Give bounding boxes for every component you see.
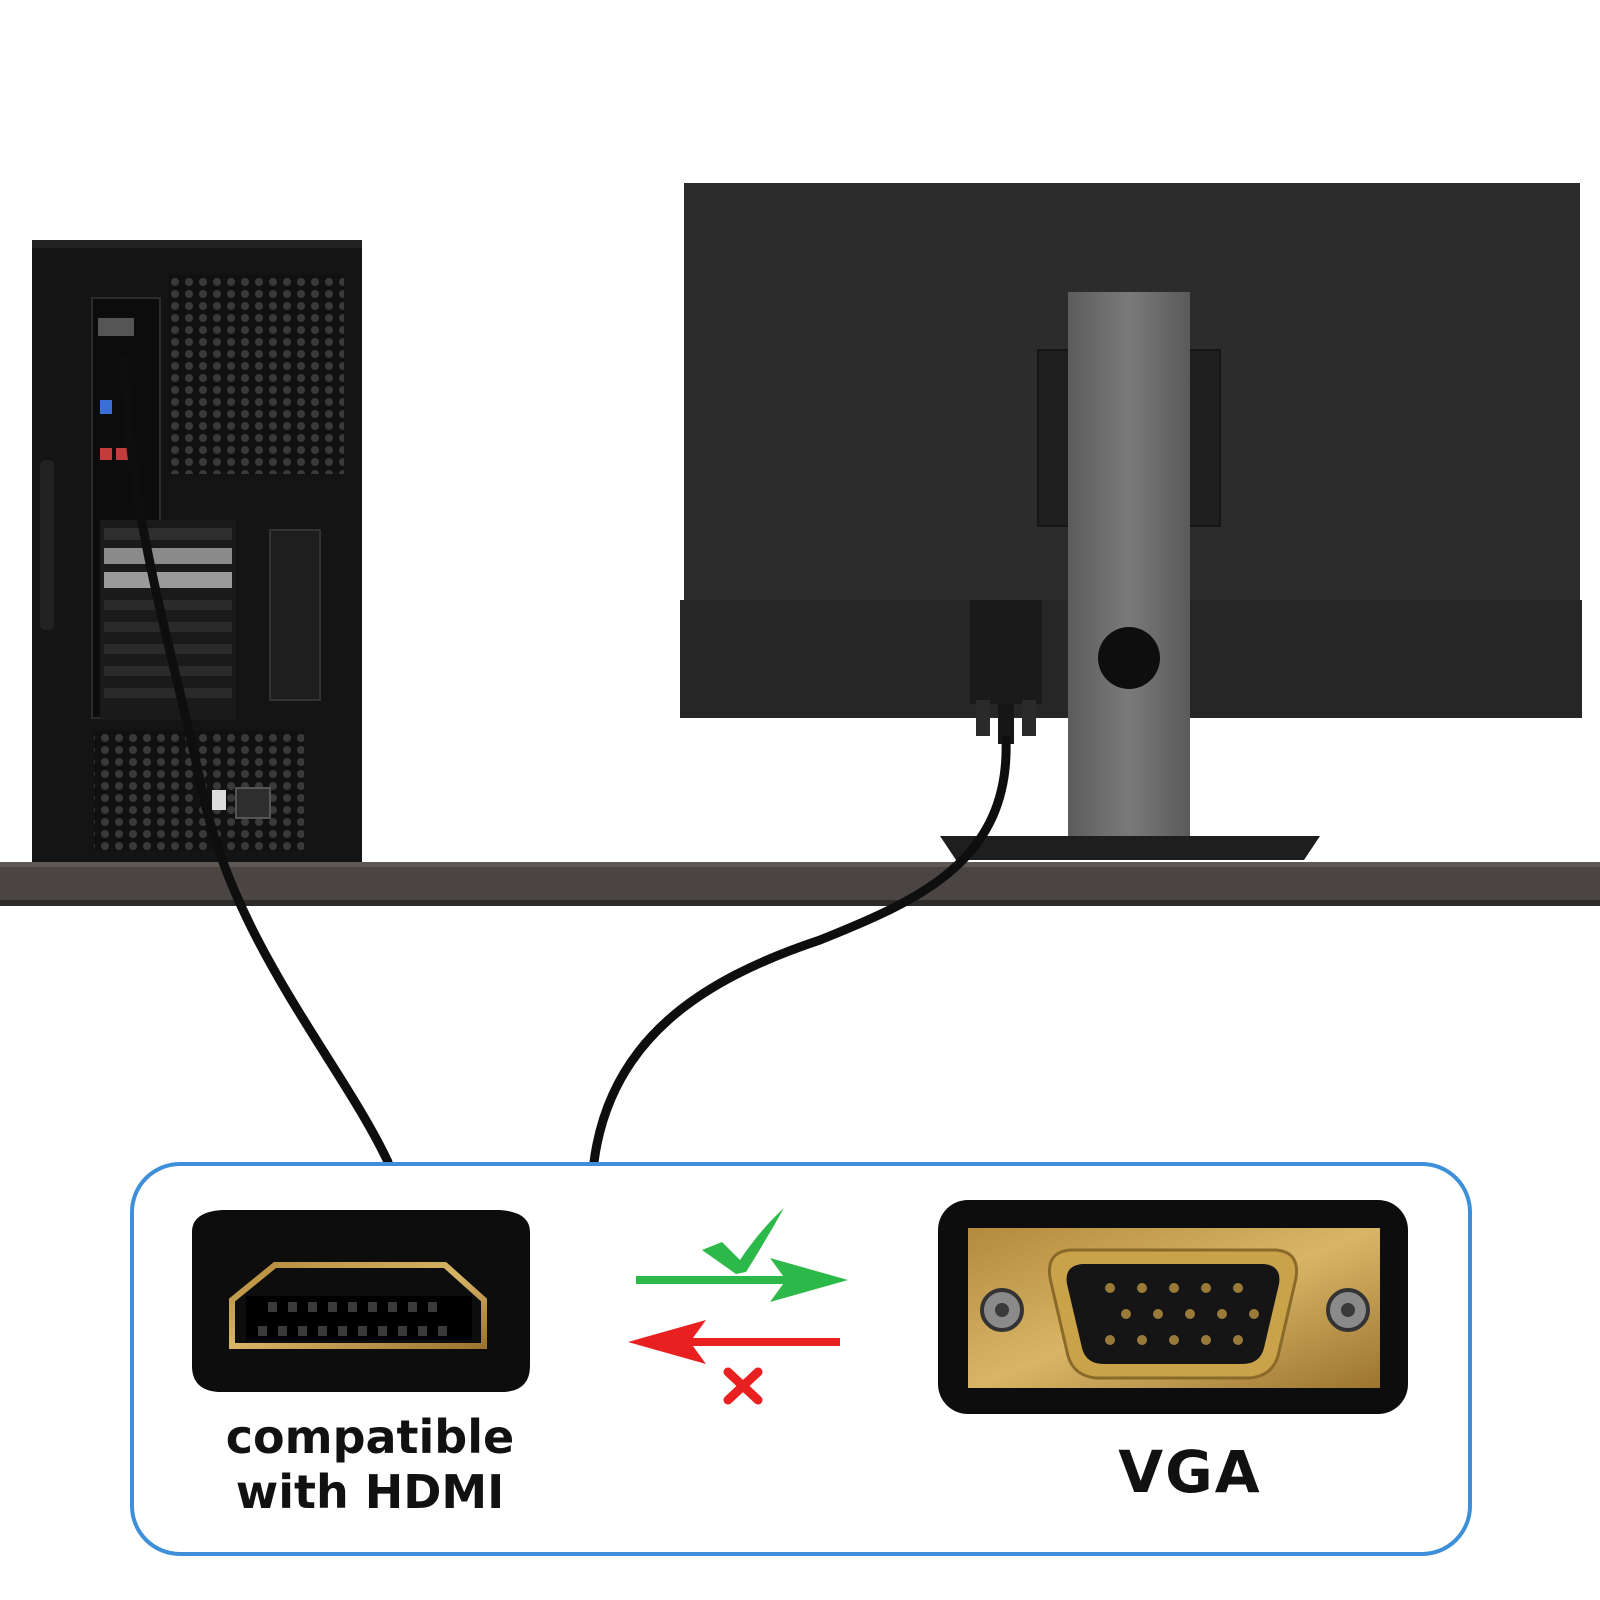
check-icon	[702, 1208, 784, 1274]
back-arrow	[628, 1320, 840, 1364]
hdmi-connector	[192, 1210, 530, 1392]
vga-label: VGA	[1118, 1438, 1262, 1506]
desk	[0, 862, 1600, 906]
cables	[119, 355, 1011, 1167]
vga-connector	[938, 1200, 1408, 1414]
hdmi-label-line1: compatible	[225, 1410, 515, 1464]
hdmi-label: compatible with HDMI	[200, 1410, 540, 1520]
forward-arrow	[636, 1258, 848, 1302]
monitor	[680, 183, 1582, 860]
hdmi-label-line2: with HDMI	[235, 1465, 505, 1520]
x-icon	[723, 1367, 763, 1405]
